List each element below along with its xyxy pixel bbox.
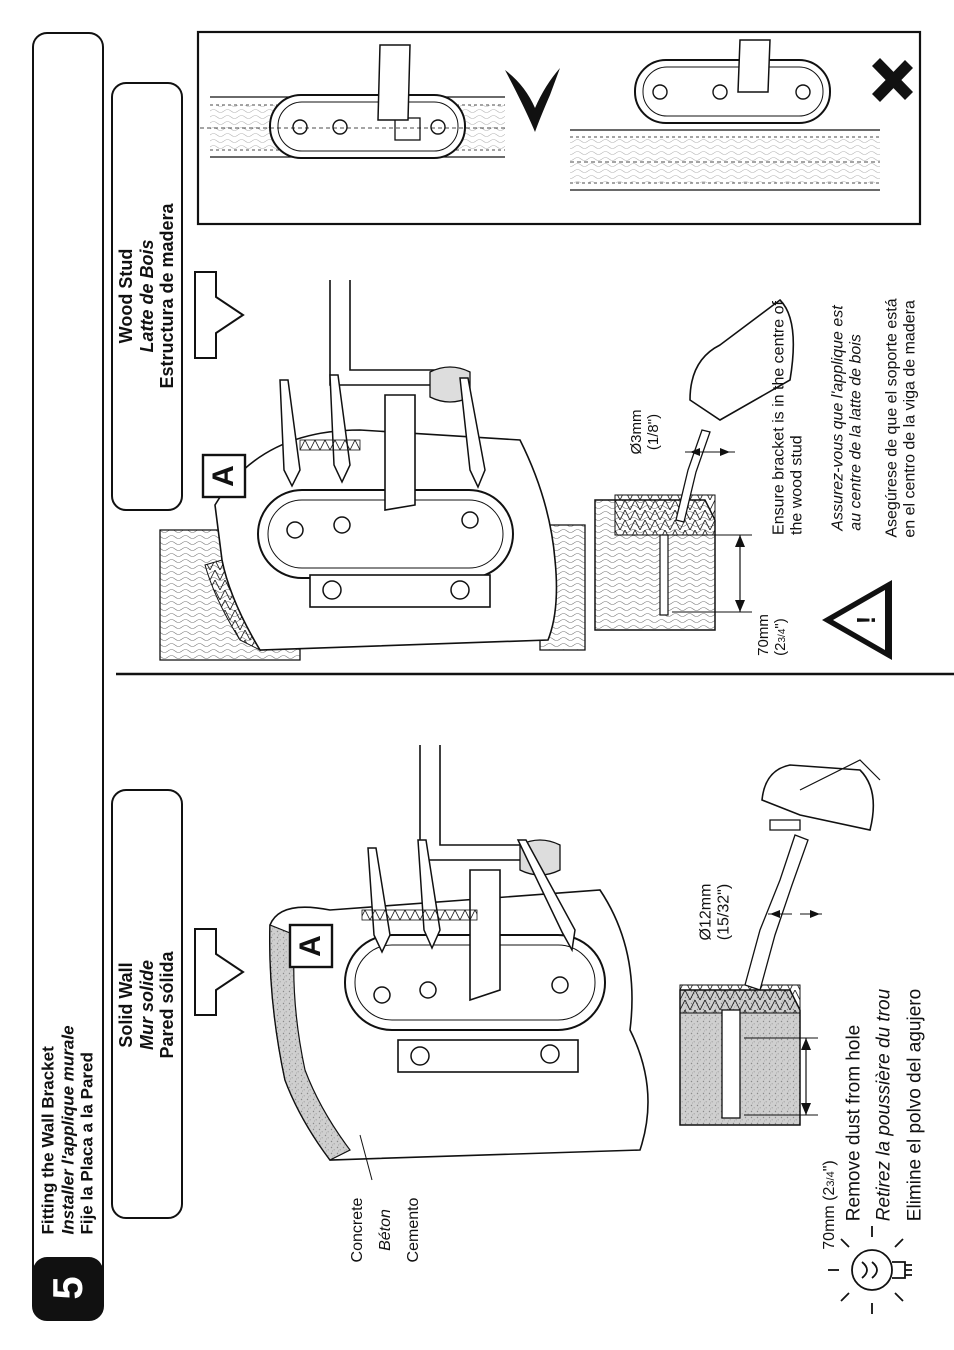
solid-depth: 70mm (23/4") <box>820 1160 838 1250</box>
material-es: Cemento <box>405 1197 422 1263</box>
warning-text-en: Ensure bracket is in the centre of the w… <box>770 301 806 535</box>
part-a-box-wood <box>201 453 247 499</box>
step-title: Fitting the Wall Bracket Installer l'app… <box>39 1025 98 1234</box>
wood-stud-illustration <box>159 280 795 661</box>
title-en: Fitting the Wall Bracket <box>38 1046 58 1235</box>
solid-wall-illustration <box>269 745 881 1181</box>
tip-en: Remove dust from hole <box>843 1024 865 1222</box>
solid-wall-label: Solid Wall Mur solide Pared sólida <box>116 951 178 1058</box>
lightbulb-icon <box>828 1226 912 1314</box>
cross-mark-icon <box>872 58 913 102</box>
drill-body <box>761 764 875 831</box>
warning-symbol: ! <box>851 615 881 625</box>
wood-stud-en: Wood Stud <box>115 248 136 344</box>
title-es: Fije la Placa a la Pared <box>77 1052 97 1235</box>
wood-stud-label-frame <box>111 82 183 511</box>
step-number: 5 <box>44 1276 91 1300</box>
warning-text-es: Asegúrese de que el soporte está en el c… <box>883 298 919 538</box>
title-fr: Installer l'applique murale <box>58 1025 78 1235</box>
stud-placement-panel <box>196 30 922 226</box>
wood-depth: 70mm (23/4") <box>754 614 789 656</box>
part-a-box-solid <box>288 923 334 969</box>
wood-stud-es: Estructura de madera <box>157 203 178 389</box>
solid-wall-label-frame <box>111 789 183 1219</box>
arrow-right-icon <box>194 271 245 359</box>
wood-stud-label: Wood Stud Latte de Bois Estructura de ma… <box>116 203 178 388</box>
warning-text-fr: Assurez-vous que l'applique est au centr… <box>829 305 865 531</box>
part-letter-wood: A <box>207 465 240 487</box>
drill-bit <box>675 429 711 523</box>
check-mark-icon <box>505 68 560 132</box>
solid-wall-en: Solid Wall <box>115 962 136 1048</box>
tip-es: Elimine el polvo del agujero <box>904 988 926 1222</box>
solid-drill-diameter: Ø12mm (15/32") <box>697 883 733 941</box>
material-label: Concrete Béton Cemento <box>344 1198 428 1263</box>
solid-wall-es: Pared sólida <box>157 951 178 1059</box>
solid-wall-fr: Mur solide <box>136 959 157 1051</box>
dust-tip: Remove dust from hole Retirez la poussiè… <box>839 989 930 1221</box>
step-number-badge <box>33 1257 103 1320</box>
wood-stud-fr: Latte de Bois <box>136 239 157 353</box>
wood-drill-diameter: Ø3mm (1/8") <box>627 409 662 455</box>
warning-triangle-icon <box>822 580 892 660</box>
material-en: Concrete <box>349 1197 366 1263</box>
tip-fr: Retirez la poussière du trou <box>873 988 895 1222</box>
arrow-right-icon <box>194 928 245 1016</box>
part-letter-solid: A <box>294 935 327 957</box>
material-fr: Béton <box>377 1209 394 1251</box>
drill-body <box>689 298 795 421</box>
